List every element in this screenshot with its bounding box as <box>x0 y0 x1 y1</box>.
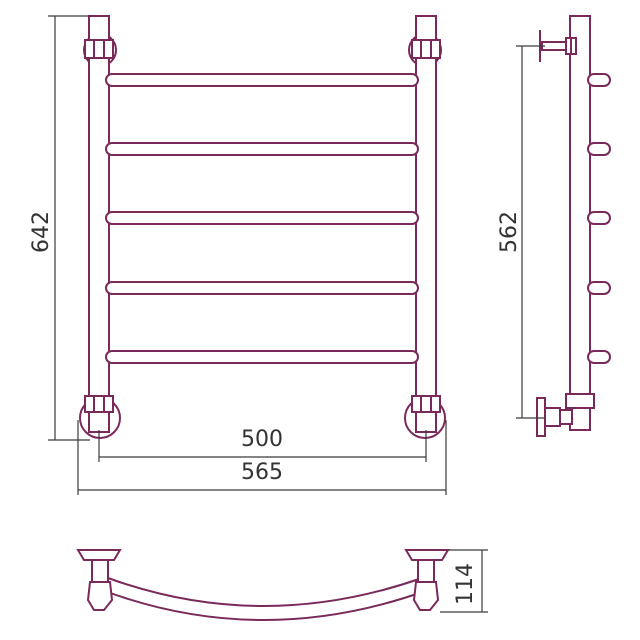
top-left-stem <box>91 559 109 583</box>
height-axis-label: 562 <box>497 211 522 253</box>
top-curved-bar-inner <box>107 577 423 607</box>
depth-label: 114 <box>453 563 478 605</box>
side-top-bracket-arm <box>541 41 567 51</box>
front-bottom-right-nut <box>411 395 441 413</box>
side-crossbar-end-5 <box>587 350 611 364</box>
top-view <box>76 549 450 621</box>
top-right-nut <box>412 581 440 611</box>
top-curved-bar-outer <box>101 589 429 621</box>
side-bottom-bracket-plate <box>536 397 546 437</box>
side-bottom-nut <box>565 393 595 409</box>
front-crossbar-1 <box>105 73 419 87</box>
side-dimensions: 562 <box>497 45 545 419</box>
top-dimensions: 114 <box>440 549 488 613</box>
side-crossbar-end-3 <box>587 211 611 225</box>
side-crossbar-end-4 <box>587 281 611 295</box>
width-total-label: 565 <box>241 460 283 485</box>
front-crossbar-4 <box>105 281 419 295</box>
front-view <box>79 15 446 439</box>
width-axis-label: 500 <box>241 427 283 452</box>
front-right-post <box>415 15 437 433</box>
side-crossbar-end-1 <box>587 73 611 87</box>
top-left-wall-flange <box>76 549 122 561</box>
side-main-post <box>569 15 591 431</box>
top-right-stem <box>417 559 435 583</box>
front-top-left-nut <box>84 39 114 59</box>
front-crossbar-3 <box>105 211 419 225</box>
side-crossbar-end-2 <box>587 142 611 156</box>
top-right-wall-flange <box>404 549 450 561</box>
front-dimensions: 642 500 565 <box>29 15 447 495</box>
front-bottom-left-nut <box>84 395 114 413</box>
side-view <box>536 15 611 437</box>
height-total-label: 642 <box>29 211 54 253</box>
top-left-nut <box>86 581 114 611</box>
front-top-right-nut <box>411 39 441 59</box>
front-crossbar-5 <box>105 350 419 364</box>
front-crossbar-2 <box>105 142 419 156</box>
